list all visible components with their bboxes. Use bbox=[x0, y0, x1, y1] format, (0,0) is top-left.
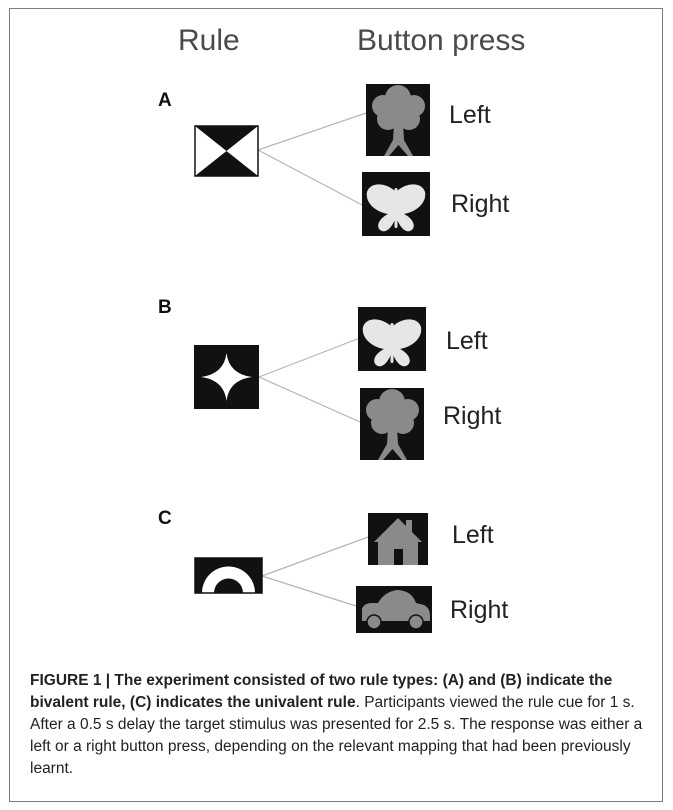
house-icon bbox=[368, 513, 428, 565]
butterfly-icon bbox=[358, 307, 426, 371]
panel-label-b: B bbox=[158, 297, 172, 318]
connector-lines bbox=[257, 112, 369, 607]
connector-b-right bbox=[258, 376, 361, 423]
panel-label-c: C bbox=[158, 508, 172, 529]
response-label-a-left: Left bbox=[449, 101, 491, 129]
hourglass-icon bbox=[194, 125, 259, 177]
caption-body: . Participants viewed the rule cue for 1… bbox=[30, 694, 643, 777]
butterfly-icon bbox=[362, 172, 430, 236]
connector-b-left bbox=[258, 337, 361, 378]
panel-label-a: A bbox=[158, 90, 172, 111]
response-label-b-left: Left bbox=[446, 327, 488, 355]
figure-caption: FIGURE 1 | The experiment consisted of t… bbox=[30, 670, 650, 780]
tree-icon bbox=[366, 84, 430, 156]
arch-icon bbox=[194, 557, 263, 594]
response-label-c-left: Left bbox=[452, 521, 494, 549]
response-label-b-right: Right bbox=[443, 402, 502, 430]
car-icon bbox=[356, 586, 432, 633]
connector-c-left bbox=[261, 536, 369, 577]
star-icon bbox=[194, 345, 259, 409]
response-label-a-right: Right bbox=[451, 190, 510, 218]
tree-icon bbox=[360, 388, 424, 460]
rule-mapping-diagram bbox=[194, 84, 432, 633]
connector-c-right bbox=[261, 575, 357, 607]
rule-header: Rule bbox=[178, 24, 240, 57]
connector-a-left bbox=[257, 112, 367, 151]
connector-a-right bbox=[257, 149, 367, 208]
response-label-c-right: Right bbox=[450, 596, 509, 624]
caption-title: FIGURE 1 | The experiment consisted of t… bbox=[30, 672, 613, 711]
figure-frame bbox=[9, 8, 663, 802]
button-press-header: Button press bbox=[357, 24, 526, 57]
